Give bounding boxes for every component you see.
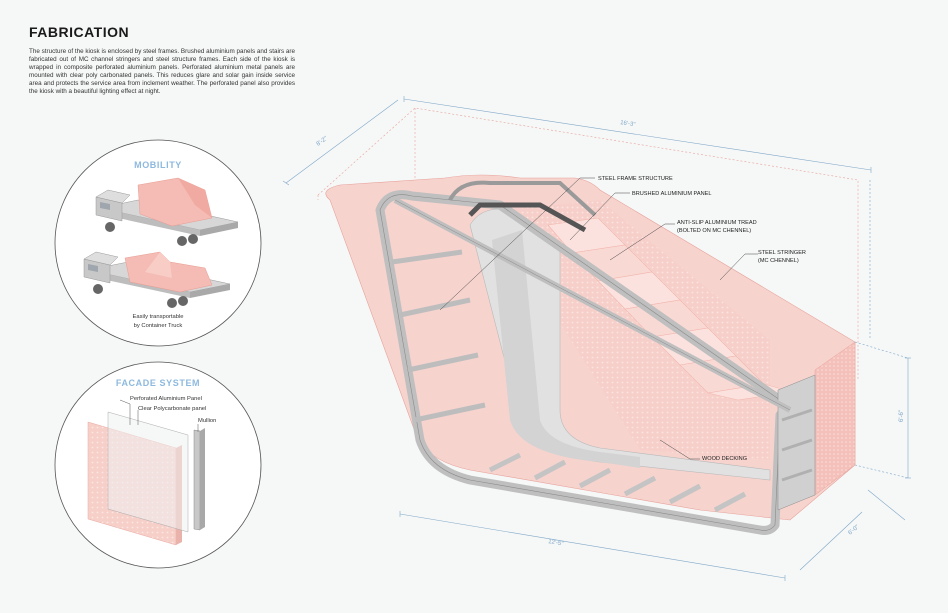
callout-stringer-line1: STEEL STRINGER — [758, 250, 806, 256]
callout-brushed-panel: BRUSHED ALUMINIUM PANEL — [632, 191, 711, 197]
facade-title: FACADE SYSTEM — [116, 378, 200, 388]
facade-label-1: Perforated Aluminium Panel — [130, 396, 202, 402]
callout-stringer-line2: (MC CHENNEL) — [758, 258, 799, 264]
facade-label-2: Clear Polycarbonate panel — [138, 406, 206, 412]
dimension-top-length: 16'-3" — [620, 120, 636, 128]
dimension-bottom-length: 12'-5" — [548, 539, 564, 547]
truck-icon — [95, 177, 239, 246]
mullion — [193, 429, 201, 531]
callout-tread-line1: ANTI-SLIP ALUMINIUM TREAD — [677, 220, 757, 226]
page-title: FABRICATION — [29, 24, 130, 40]
mobility-caption-line1: Easily transportable — [133, 314, 184, 320]
facade-circle: FACADE SYSTEM Perforated Aluminium Panel… — [54, 361, 262, 569]
kiosk-axonometric — [317, 107, 859, 535]
truck-icon — [83, 251, 231, 308]
callout-wood-decking: WOOD DECKING — [702, 456, 747, 462]
leader-line — [439, 177, 595, 311]
dimension-lines — [282, 96, 911, 581]
dimension-top-depth: 8'-2" — [316, 136, 329, 148]
mobility-caption-line2: by Container Truck — [134, 323, 183, 329]
dimension-bottom-depth: 6'-0" — [847, 524, 860, 536]
mobility-circle: MOBILITY — [54, 139, 262, 347]
callout-steel-frame: STEEL FRAME STRUCTURE — [598, 176, 673, 182]
mobility-title: MOBILITY — [134, 160, 182, 170]
description-paragraph: The structure of the kiosk is enclosed b… — [29, 48, 295, 96]
dimension-height: 6'-6" — [899, 410, 905, 422]
callout-tread-line2: (BOLTED ON MC CHENNEL) — [677, 228, 751, 234]
facade-label-3: Mullion — [198, 418, 216, 424]
polycarbonate-panel — [107, 411, 189, 533]
